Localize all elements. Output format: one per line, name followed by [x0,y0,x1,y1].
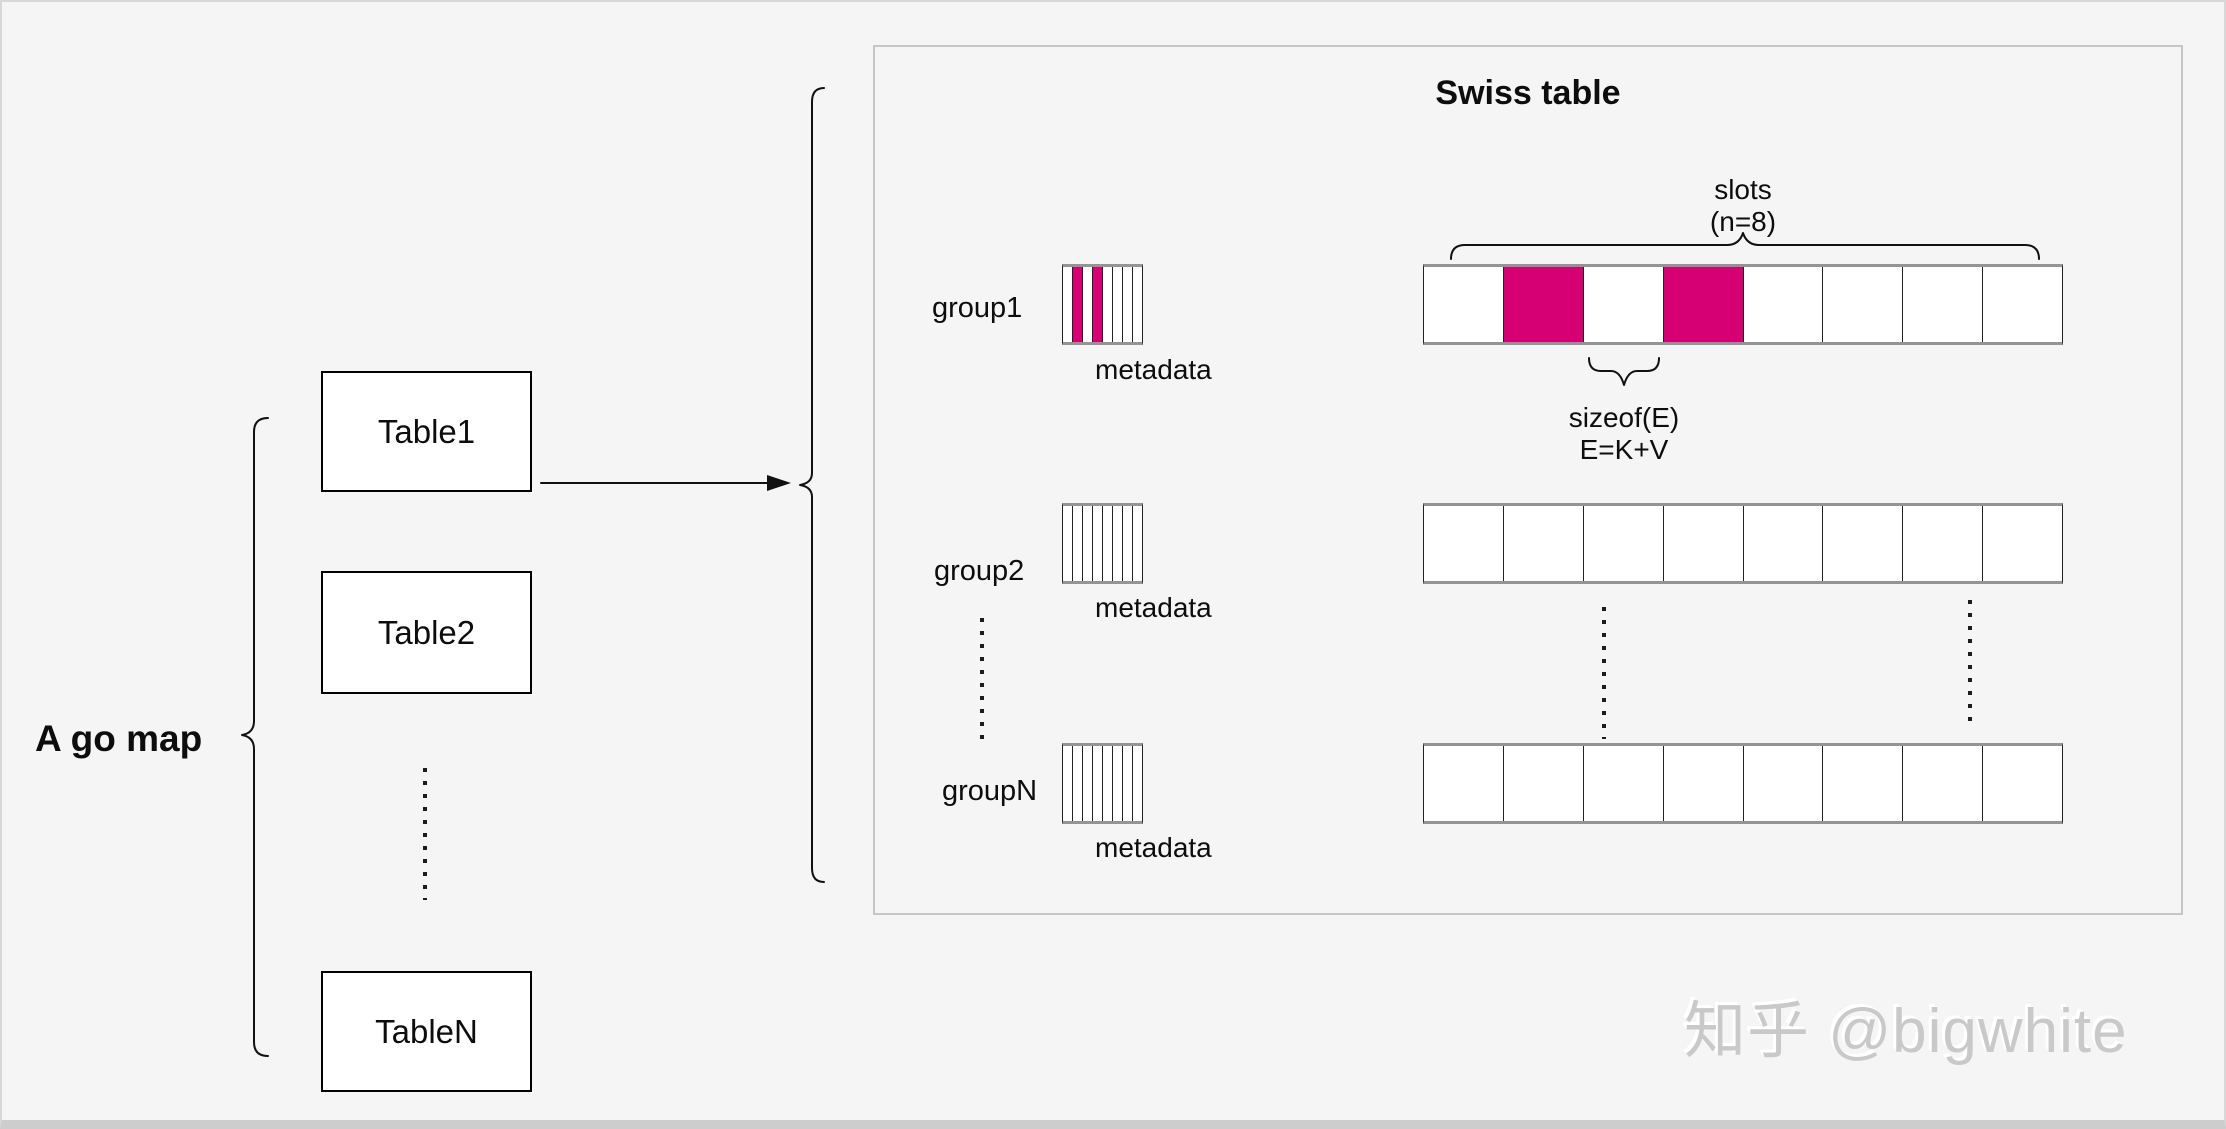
slot-empty [1123,746,1133,821]
groups-curly-brace [799,87,825,883]
slot-empty [1583,267,1664,342]
table2-box: Table2 [321,571,532,694]
slot-empty [1583,506,1664,581]
slot-empty [1113,746,1123,821]
slot-empty [1983,506,2062,581]
slots-ellipsis-dots-right [1968,600,1972,730]
table1-to-swiss-arrow [540,475,791,491]
group1-metadata-caption: metadata [1095,354,1212,385]
left-curly-brace [241,417,269,1057]
slot-empty [1663,506,1744,581]
groupN-label: groupN [942,775,1038,807]
tableN-label: TableN [375,1012,478,1050]
slot-empty [1583,746,1664,821]
groups-ellipsis-dots [980,618,984,748]
groupN-metadata-box [1062,743,1143,824]
sizeof-annotation-line2: E=K+V [1579,434,1669,466]
slot-empty [1823,506,1904,581]
slot-filled [1503,267,1584,342]
slot-empty [1083,506,1093,581]
swiss-table-panel [873,45,2183,915]
slot-empty [1983,746,2062,821]
slot-empty [1113,267,1123,342]
slot-empty [1823,746,1904,821]
slot-empty [1083,267,1093,342]
groupN-slots-row [1423,743,2063,824]
slot-empty [1063,267,1073,342]
slot-empty [1424,506,1504,581]
slot-empty [1093,506,1103,581]
slots-overbrace [1450,232,2040,260]
slot-filled [1093,267,1103,342]
slot-empty [1424,746,1504,821]
slot-empty [1073,506,1083,581]
slot-empty [1743,506,1824,581]
slot-empty [1743,267,1824,342]
slot-empty [1903,746,1984,821]
zhihu-watermark: 知乎 @bigwhite [1684,997,2128,1066]
tables-ellipsis-dots [423,768,427,900]
slot-empty [1123,506,1133,581]
slot-filled [1073,267,1083,342]
group2-metadata-box [1062,503,1143,584]
swiss-table-title: Swiss table [1435,74,1621,112]
sizeof-underbrace [1588,357,1660,386]
slot-empty [1983,267,2062,342]
slot-empty [1903,267,1984,342]
slot-empty [1093,746,1103,821]
sizeof-annotation: sizeof(E) E=K+V [1524,402,1724,467]
slot-empty [1103,506,1113,581]
slots-annotation: slots (n=8) [1643,174,1843,239]
group2-label: group2 [934,555,1025,587]
group1-slots-row [1423,264,2063,345]
slot-empty [1113,506,1123,581]
go-map-label: A go map [35,718,203,759]
slot-empty [1503,746,1584,821]
groupN-metadata-caption: metadata [1095,832,1212,863]
slot-empty [1083,746,1093,821]
tableN-box: TableN [321,971,532,1092]
slot-empty [1903,506,1984,581]
slot-empty [1823,267,1904,342]
sizeof-annotation-line1: sizeof(E) [1568,402,1680,433]
slot-empty [1103,746,1113,821]
table1-box: Table1 [321,371,532,492]
slot-empty [1133,746,1142,821]
slot-empty [1133,267,1142,342]
slot-empty [1133,506,1142,581]
group2-metadata-caption: metadata [1095,592,1212,623]
slot-empty [1063,506,1073,581]
group2-slots-row [1423,503,2063,584]
slots-annotation-line1: slots [1714,174,1772,205]
slot-empty [1663,746,1744,821]
table2-label: Table2 [377,613,476,651]
slot-filled [1663,267,1744,342]
slot-empty [1073,746,1083,821]
group1-label: group1 [932,292,1023,324]
table1-label: Table1 [377,412,476,450]
slot-empty [1123,267,1133,342]
slot-empty [1103,267,1113,342]
group1-metadata-box [1062,264,1143,345]
slot-empty [1063,746,1073,821]
slot-empty [1424,267,1504,342]
slots-ellipsis-dots-left [1602,607,1606,739]
slot-empty [1743,746,1824,821]
slot-empty [1503,506,1584,581]
